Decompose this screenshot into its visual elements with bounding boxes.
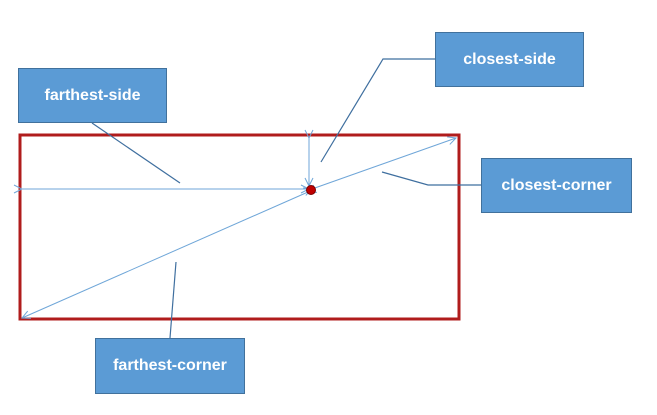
element-rectangle <box>18 133 461 321</box>
center-point <box>306 185 316 195</box>
closest-side-label-box: closest-side <box>435 32 584 87</box>
closest-corner-leader <box>381 171 481 186</box>
farthest-side-label-box: farthest-side <box>18 68 167 123</box>
closest-side-label: closest-side <box>463 50 556 68</box>
closest-corner-arrow <box>312 138 456 189</box>
farthest-corner-arrow <box>22 192 308 318</box>
farthest-corner-leader <box>169 261 177 339</box>
closest-corner-label-box: closest-corner <box>481 158 632 213</box>
farthest-side-leader <box>91 122 181 184</box>
farthest-side-label: farthest-side <box>44 86 141 104</box>
closest-corner-label: closest-corner <box>501 176 612 194</box>
farthest-corner-label-box: farthest-corner <box>95 338 245 394</box>
closest-side-leader <box>320 58 435 163</box>
farthest-corner-label: farthest-corner <box>113 357 227 374</box>
